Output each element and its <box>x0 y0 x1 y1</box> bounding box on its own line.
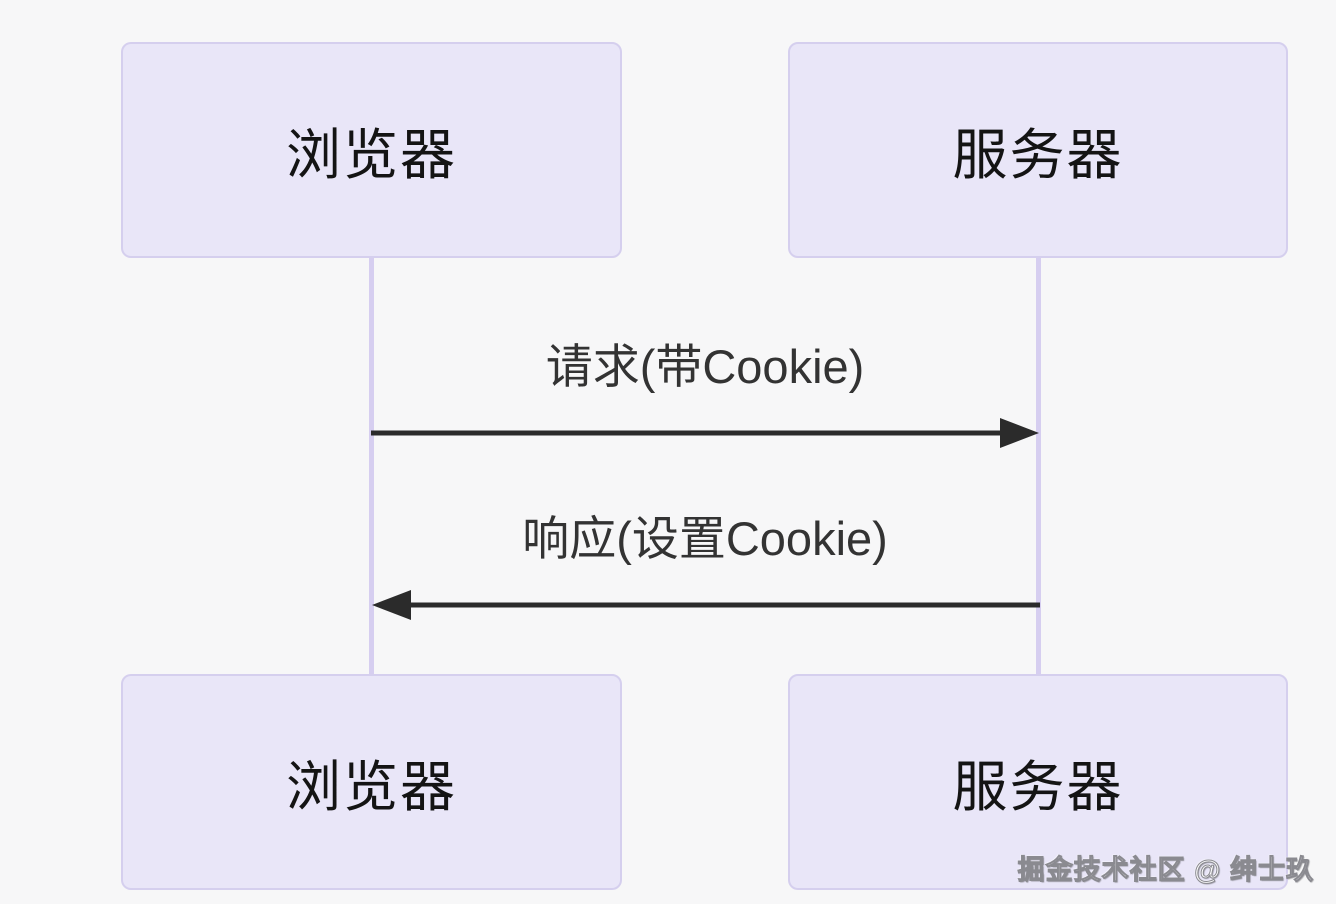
lifeline-browser <box>369 258 374 674</box>
actor-box-server-bottom: 服务器 <box>788 674 1288 890</box>
actor-server-top-label: 服务器 <box>952 124 1124 186</box>
actor-box-browser-top: 浏览器 <box>121 42 622 258</box>
lifeline-server <box>1036 258 1041 674</box>
actor-box-server-top: 服务器 <box>788 42 1288 258</box>
watermark: 掘金技术社区 @ 绅士玖 <box>1017 855 1314 886</box>
message-response-label: 响应(设置Cookie) <box>522 512 888 565</box>
actor-browser-bottom-label: 浏览器 <box>285 756 457 818</box>
message-request-label: 请求(带Cookie) <box>545 340 865 393</box>
actor-browser-top-label: 浏览器 <box>285 124 457 186</box>
request-arrow-right-icon <box>371 418 1039 448</box>
actor-box-browser-bottom: 浏览器 <box>121 674 622 890</box>
response-arrow-left-icon <box>372 590 1040 620</box>
actor-server-bottom-label: 服务器 <box>952 756 1124 818</box>
